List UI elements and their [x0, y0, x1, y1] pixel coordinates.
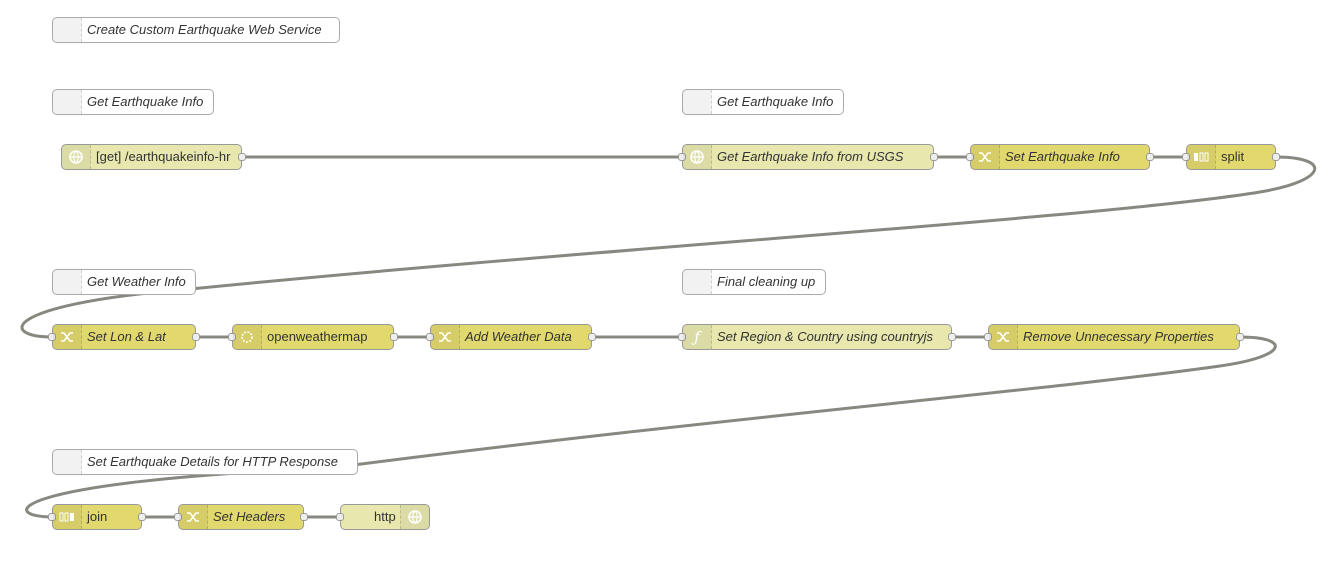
input-port[interactable]: [174, 513, 182, 521]
input-port[interactable]: [966, 153, 974, 161]
globe-icon: [400, 505, 429, 529]
output-port[interactable]: [138, 513, 146, 521]
comment-node[interactable]: Create Custom Earthquake Web Service: [52, 17, 340, 43]
globe-icon: [683, 145, 712, 169]
comment-label: Get Earthquake Info: [87, 94, 204, 109]
wire[interactable]: [25, 335, 1277, 519]
node-label: Add Weather Data: [465, 329, 572, 344]
node-label: Remove Unnecessary Properties: [1023, 329, 1214, 344]
http-response-node[interactable]: http: [336, 504, 430, 530]
change-node[interactable]: Add Weather Data: [426, 324, 596, 350]
comment-icon: [683, 270, 712, 294]
input-port[interactable]: [426, 333, 434, 341]
comment-node[interactable]: Final cleaning up: [682, 269, 826, 295]
shuffle-icon: [53, 325, 82, 349]
comment-icon: [683, 90, 712, 114]
output-port[interactable]: [390, 333, 398, 341]
comment-label: Create Custom Earthquake Web Service: [87, 22, 322, 37]
node-label: http: [374, 509, 396, 524]
shuffle-icon: [431, 325, 460, 349]
comment-icon: [53, 90, 82, 114]
sun-icon: [233, 325, 262, 349]
input-port[interactable]: [336, 513, 344, 521]
comment-node[interactable]: Get Earthquake Info: [682, 89, 844, 115]
wire[interactable]: [20, 155, 1317, 339]
http-request-node[interactable]: Get Earthquake Info from USGS: [678, 144, 938, 170]
input-port[interactable]: [228, 333, 236, 341]
function-icon: ƒ: [683, 325, 712, 349]
output-port[interactable]: [1272, 153, 1280, 161]
output-port[interactable]: [1236, 333, 1244, 341]
node-label: Set Headers: [213, 509, 286, 524]
http-in-node[interactable]: [get] /earthquakeinfo-hr: [61, 144, 246, 170]
node-label: Set Earthquake Info: [1005, 149, 1120, 164]
change-node[interactable]: Set Lon & Lat: [48, 324, 200, 350]
output-port[interactable]: [588, 333, 596, 341]
output-port[interactable]: [238, 153, 246, 161]
shuffle-icon: [971, 145, 1000, 169]
join-icon: [53, 505, 82, 529]
comment-icon: [53, 270, 82, 294]
change-node[interactable]: Set Headers: [174, 504, 308, 530]
function-node[interactable]: ƒ Set Region & Country using countryjs: [678, 324, 956, 350]
output-port[interactable]: [948, 333, 956, 341]
comment-node[interactable]: Get Earthquake Info: [52, 89, 214, 115]
node-label: Set Lon & Lat: [87, 329, 166, 344]
input-port[interactable]: [984, 333, 992, 341]
node-label: Get Earthquake Info from USGS: [717, 149, 904, 164]
output-port[interactable]: [300, 513, 308, 521]
shuffle-icon: [989, 325, 1018, 349]
node-label: [get] /earthquakeinfo-hr: [96, 149, 231, 164]
comment-icon: [53, 450, 82, 474]
output-port[interactable]: [192, 333, 200, 341]
node-label: join: [87, 509, 108, 524]
globe-icon: [62, 145, 91, 169]
node-label: split: [1221, 149, 1245, 164]
comment-label: Final cleaning up: [717, 274, 816, 289]
input-port[interactable]: [678, 153, 686, 161]
input-port[interactable]: [48, 513, 56, 521]
comment-label: Get Earthquake Info: [717, 94, 834, 109]
split-node[interactable]: split: [1182, 144, 1280, 170]
openweathermap-node[interactable]: openweathermap: [228, 324, 398, 350]
comment-node[interactable]: Set Earthquake Details for HTTP Response: [52, 449, 358, 475]
input-port[interactable]: [48, 333, 56, 341]
comment-label: Get Weather Info: [87, 274, 186, 289]
join-node[interactable]: join: [48, 504, 146, 530]
input-port[interactable]: [678, 333, 686, 341]
output-port[interactable]: [930, 153, 938, 161]
comment-node[interactable]: Get Weather Info: [52, 269, 196, 295]
comment-icon: [53, 18, 82, 42]
change-node[interactable]: Set Earthquake Info: [966, 144, 1154, 170]
shuffle-icon: [179, 505, 208, 529]
input-port[interactable]: [1182, 153, 1190, 161]
comment-label: Set Earthquake Details for HTTP Response: [87, 454, 338, 469]
node-label: openweathermap: [267, 329, 368, 344]
node-label: Set Region & Country using countryjs: [717, 329, 934, 344]
split-icon: [1187, 145, 1216, 169]
change-node[interactable]: Remove Unnecessary Properties: [984, 324, 1244, 350]
output-port[interactable]: [1146, 153, 1154, 161]
